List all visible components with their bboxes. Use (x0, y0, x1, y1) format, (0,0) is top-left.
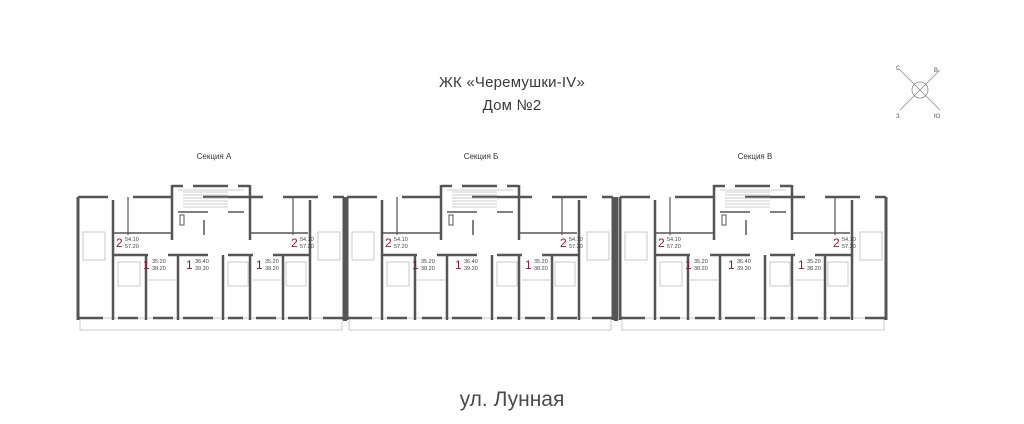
bathroom (317, 231, 341, 261)
apartment-rooms: 2 (116, 236, 123, 250)
apartment-rooms: 2 (560, 236, 567, 250)
apartment-rooms: 1 (143, 258, 150, 272)
apartment-area: 36.40 (464, 259, 478, 265)
apartment-area: 54.10 (394, 237, 408, 243)
apartment-area-total: 57.20 (569, 244, 583, 250)
apartment-area: 54.10 (842, 237, 856, 243)
apartment-area-total: 38.20 (534, 266, 548, 272)
apartment-area-total: 39.30 (195, 266, 209, 272)
apartment-rooms: 2 (291, 236, 298, 250)
compass-axis (899, 69, 941, 111)
section-label-a: Секция А (196, 152, 232, 161)
apartment-rooms: 1 (685, 258, 692, 272)
apartment-area: 54.10 (300, 237, 314, 243)
apartment-rooms: 2 (833, 236, 840, 250)
compass-n: С (896, 66, 901, 72)
building-title: Дом №2 (482, 97, 542, 114)
apartment-rooms: 1 (256, 258, 263, 272)
bathroom (117, 261, 141, 287)
apartment-area: 35.20 (694, 259, 708, 265)
apartment-area-total: 39.30 (464, 266, 478, 272)
apartment-area: 54.10 (667, 237, 681, 243)
bathroom (659, 261, 683, 287)
bathroom (386, 261, 410, 287)
bathroom (351, 231, 375, 261)
bathroom (82, 231, 106, 261)
compass-icon: С В З Ю (896, 66, 941, 120)
bathroom (827, 261, 849, 287)
complex-title: ЖК «Черемушки-IV» (439, 74, 585, 91)
section-divider (343, 197, 347, 321)
apartment-area-total: 38.20 (421, 266, 435, 272)
apartment-area-total: 57.20 (300, 244, 314, 250)
elevator (179, 214, 185, 226)
apartment-rooms: 1 (525, 258, 532, 272)
balcony-outline (621, 317, 885, 331)
apartment-area-total: 57.20 (667, 244, 681, 250)
apartment-rooms: 2 (385, 236, 392, 250)
apartment-rooms: 1 (798, 258, 805, 272)
apartment-area: 35.20 (807, 259, 821, 265)
bathroom (496, 261, 518, 287)
compass-circle (911, 81, 929, 99)
apartment-rooms: 1 (412, 258, 419, 272)
apartment-area: 35.20 (534, 259, 548, 265)
apartment-area: 35.20 (265, 259, 279, 265)
apartment-area: 54.10 (569, 237, 583, 243)
balcony-outline (79, 317, 343, 331)
elevator (721, 214, 727, 226)
apartment-area: 35.20 (152, 259, 166, 265)
section-label-v: Секция В (737, 152, 773, 161)
bathroom (624, 231, 648, 261)
apartment-rooms: 1 (728, 258, 735, 272)
compass-s: Ю (934, 114, 940, 120)
apartment-area: 54.10 (125, 237, 139, 243)
street-name: ул. Лунная (459, 388, 565, 411)
compass-w: З (896, 114, 900, 120)
apartment-area-total: 57.20 (394, 244, 408, 250)
bathroom (227, 261, 249, 287)
apartment-area: 36.40 (195, 259, 209, 265)
balcony-outline (348, 317, 612, 331)
apartment-rooms: 2 (658, 236, 665, 250)
apartment-area: 35.20 (421, 259, 435, 265)
elevator (448, 214, 454, 226)
section-label-b: Секция Б (463, 152, 499, 161)
bathroom (285, 261, 307, 287)
apartment-area-total: 57.20 (842, 244, 856, 250)
apartment-area-total: 39.30 (737, 266, 751, 272)
apartment-area-total: 57.20 (125, 244, 139, 250)
apartment-area-total: 38.20 (152, 266, 166, 272)
apartment-rooms: 1 (455, 258, 462, 272)
apartment-area-total: 38.20 (694, 266, 708, 272)
apartment-area-total: 38.20 (265, 266, 279, 272)
compass-e: В (934, 68, 938, 74)
apartment-rooms: 1 (186, 258, 193, 272)
apartment-area: 36.40 (737, 259, 751, 265)
apartment-area-total: 38.20 (807, 266, 821, 272)
bathroom (859, 231, 883, 261)
bathroom (554, 261, 576, 287)
section-divider (614, 197, 618, 321)
bathroom (769, 261, 791, 287)
bathroom (586, 231, 610, 261)
